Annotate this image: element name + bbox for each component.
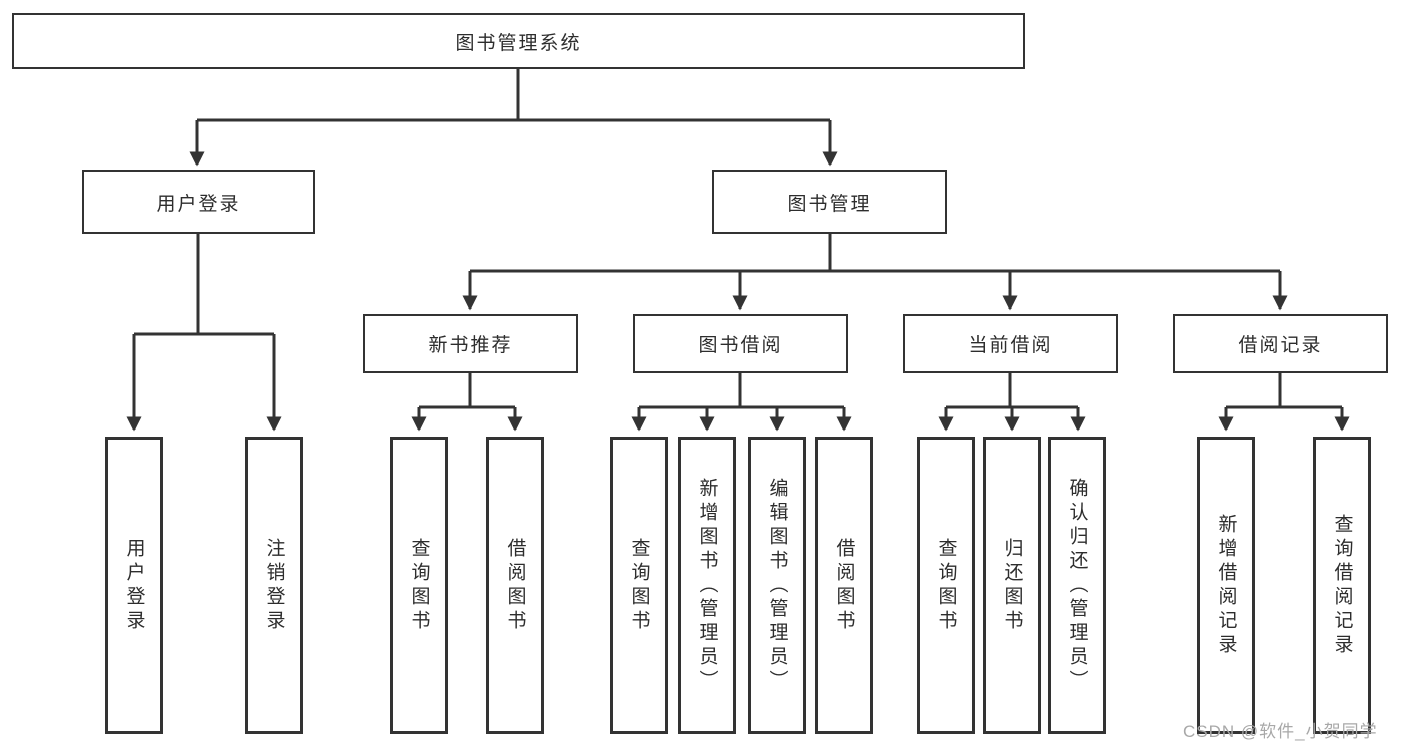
node-book-management-group: 图书管理: [712, 170, 947, 234]
node-query-books-current: 查询图书: [917, 437, 975, 734]
node-user-login-group: 用户登录: [82, 170, 315, 234]
node-borrow-books: 借阅图书: [815, 437, 873, 734]
node-current-borrowing: 当前借阅: [903, 314, 1118, 373]
csdn-watermark: CSDN @软件_小贺同学: [1183, 722, 1378, 741]
node-return-books: 归还图书: [983, 437, 1041, 734]
node-borrowing-records: 借阅记录: [1173, 314, 1388, 373]
node-edit-books-admin: 编辑图书（管理员）: [748, 437, 806, 734]
node-borrow-books-recommend: 借阅图书: [486, 437, 544, 734]
node-query-borrow-record: 查询借阅记录: [1313, 437, 1371, 734]
node-query-books-borrow: 查询图书: [610, 437, 668, 734]
node-root-system: 图书管理系统: [12, 13, 1025, 69]
node-book-borrowing: 图书借阅: [633, 314, 848, 373]
node-confirm-return-admin: 确认归还（管理员）: [1048, 437, 1106, 734]
node-user-login: 用户登录: [105, 437, 163, 734]
node-add-borrow-record: 新增借阅记录: [1197, 437, 1255, 734]
node-logout: 注销登录: [245, 437, 303, 734]
node-new-book-recommend: 新书推荐: [363, 314, 578, 373]
node-add-books-admin: 新增图书（管理员）: [678, 437, 736, 734]
node-query-books-recommend: 查询图书: [390, 437, 448, 734]
